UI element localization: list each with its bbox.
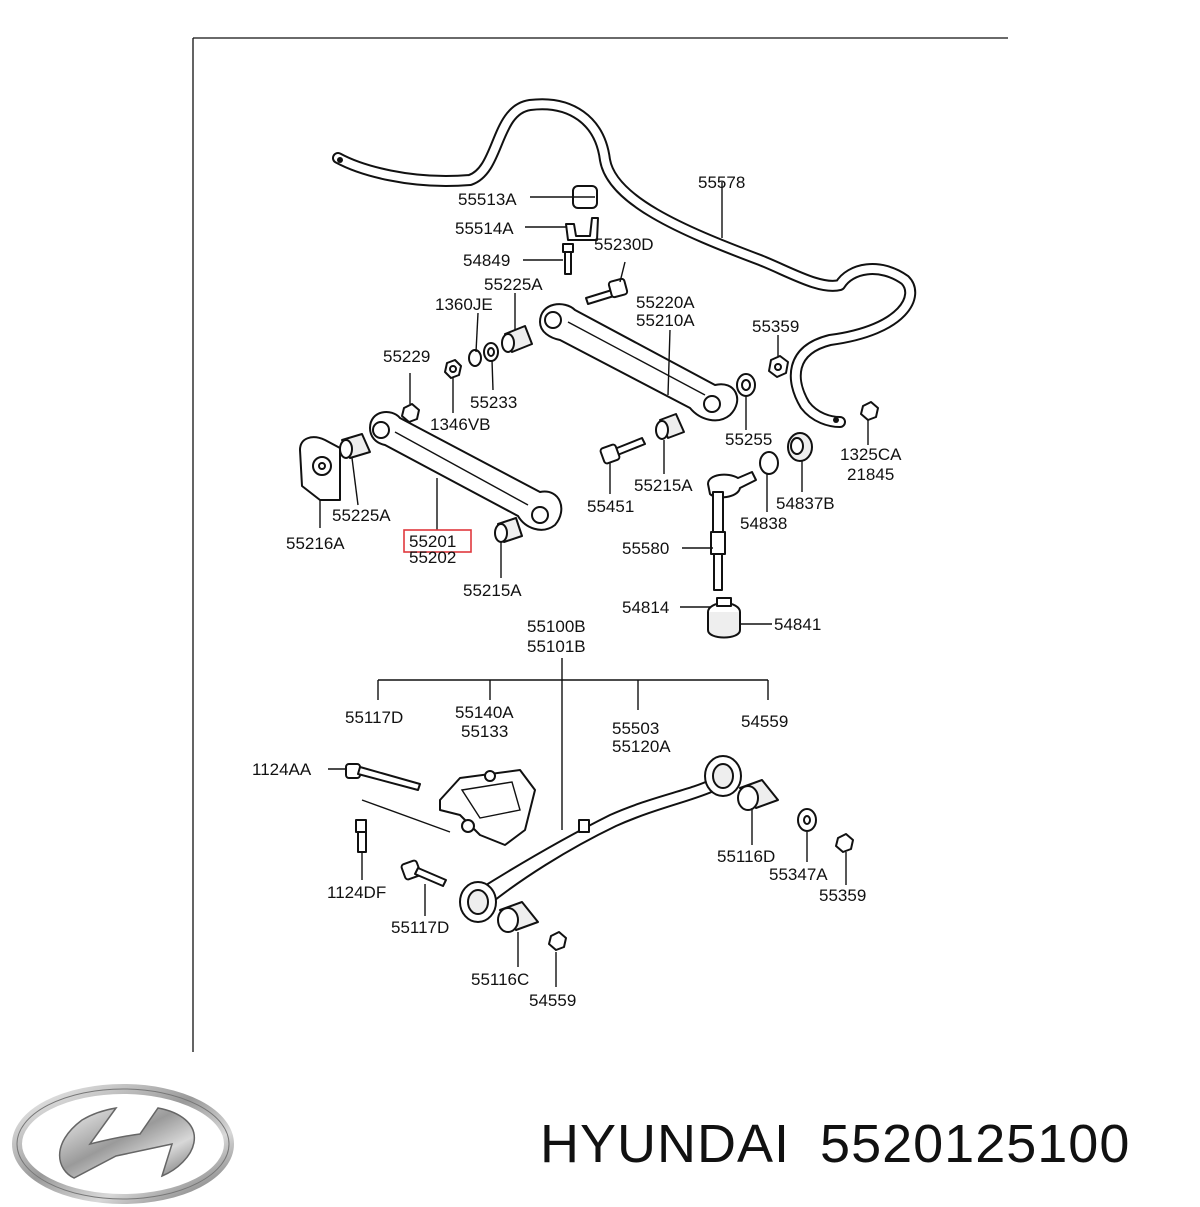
label-54559-b: 54559 — [529, 991, 576, 1010]
bushing-55116C — [497, 901, 539, 933]
label-54838: 54838 — [740, 514, 787, 533]
label-55117D-a: 55117D — [345, 708, 403, 727]
label-55201: 55201 — [409, 532, 456, 551]
label-55215A-low: 55215A — [463, 581, 522, 600]
hyundai-logo-icon — [12, 1084, 234, 1204]
assembly-tree — [377, 658, 769, 830]
ring-54838 — [759, 451, 779, 475]
label-55210A: 55210A — [636, 311, 695, 330]
lower-control-arm — [369, 411, 563, 531]
label-55100B: 55100B — [527, 617, 586, 636]
washer-1360JE — [468, 349, 482, 367]
washer-55233 — [483, 342, 499, 362]
label-55451: 55451 — [587, 497, 634, 516]
label-54849: 54849 — [463, 251, 510, 270]
part-caption: HYUNDAI 5520125100 — [540, 1104, 1190, 1184]
label-55359-top: 55359 — [752, 317, 799, 336]
washer-55255 — [736, 373, 756, 397]
bushing-55225A-low — [339, 433, 371, 459]
ball-joint-54837B — [787, 432, 813, 462]
label-55140A: 55140A — [455, 703, 514, 722]
label-1325CA: 1325CA — [840, 445, 902, 464]
bracket-55216A — [299, 436, 341, 501]
label-55359-low: 55359 — [819, 886, 866, 905]
label-1124DF: 1124DF — [327, 883, 386, 902]
label-54841: 54841 — [774, 615, 821, 634]
label-55101B: 55101B — [527, 637, 586, 656]
washer-55347A — [797, 808, 817, 832]
nut-55359-low — [835, 833, 854, 853]
label-55233: 55233 — [470, 393, 517, 412]
bolt-54849 — [562, 243, 574, 275]
label-21845: 21845 — [847, 465, 894, 484]
bolt-55230D — [585, 277, 629, 305]
nut-1346VB — [401, 403, 420, 423]
label-55347A: 55347A — [769, 865, 828, 884]
label-55215A-mid: 55215A — [634, 476, 693, 495]
label-55230D: 55230D — [594, 235, 654, 254]
label-55225A-top: 55225A — [484, 275, 543, 294]
stabilizer-bracket — [565, 217, 599, 241]
label-55503: 55503 — [612, 719, 659, 738]
trailing-arm — [459, 755, 742, 923]
bolt-1124AA — [345, 763, 421, 791]
stabilizer-bar — [332, 98, 917, 428]
nut-55229 — [444, 359, 462, 379]
label-55578: 55578 — [698, 173, 745, 192]
stabilizer-link — [707, 471, 757, 591]
label-55202: 55202 — [409, 548, 456, 567]
label-55117D-b: 55117D — [391, 918, 449, 937]
label-55225A-low: 55225A — [332, 506, 391, 525]
nut-1325CA — [860, 401, 879, 421]
stabilizer-bushing — [572, 185, 598, 209]
highlight-box — [403, 529, 472, 553]
part-number: 5520125100 — [820, 1114, 1131, 1174]
label-55513A: 55513A — [458, 190, 517, 209]
brand-name: HYUNDAI — [540, 1114, 791, 1174]
bolt-55451 — [599, 437, 646, 465]
label-1124AA: 1124AA — [252, 760, 312, 779]
label-54559-a: 54559 — [741, 712, 788, 731]
label-55220A: 55220A — [636, 293, 695, 312]
label-55116D: 55116D — [717, 847, 775, 866]
bushing-55116D — [737, 779, 779, 811]
bushing-55215A-low — [494, 517, 523, 543]
label-1360JE: 1360JE — [435, 295, 493, 314]
label-1346VB: 1346VB — [430, 415, 491, 434]
trailing-arm-bracket — [439, 769, 536, 846]
nut-55359-top — [768, 355, 789, 378]
label-55116C: 55116C — [471, 970, 529, 989]
upper-control-arm — [539, 303, 739, 422]
label-55133: 55133 — [461, 722, 508, 741]
label-55580: 55580 — [622, 539, 669, 558]
label-55229: 55229 — [383, 347, 430, 366]
bolt-1124DF — [355, 819, 367, 853]
bushing-55225A-top — [501, 325, 533, 353]
label-55120A: 55120A — [612, 737, 671, 756]
label-54837B: 54837B — [776, 494, 835, 513]
label-55216A: 55216A — [286, 534, 345, 553]
link-bushing-54841 — [707, 597, 741, 639]
bushing-55215A-mid — [655, 413, 685, 440]
leader-lines — [319, 182, 869, 987]
label-55255: 55255 — [725, 430, 772, 449]
label-55514A: 55514A — [455, 219, 514, 238]
label-54814: 54814 — [622, 598, 669, 617]
part-labels: 55578 55513A 55514A 54849 55230D 55225A … — [252, 173, 902, 1010]
nut-54559 — [548, 931, 567, 951]
bolt-55117D — [400, 859, 447, 887]
